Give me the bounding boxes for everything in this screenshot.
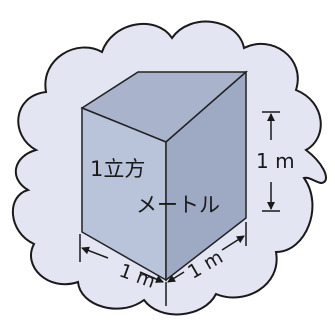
- cube-label-line1: 1立方: [90, 157, 145, 181]
- width-arrow-left-2: [139, 271, 164, 283]
- cube-side-face: [165, 70, 247, 282]
- height-label: 1 m: [256, 149, 295, 173]
- cube-label-line2: メートル: [136, 193, 220, 217]
- width-arrow-right-2: [221, 235, 245, 251]
- width-arrow-right-1: [167, 271, 185, 283]
- width-arrow-left-1: [81, 246, 109, 259]
